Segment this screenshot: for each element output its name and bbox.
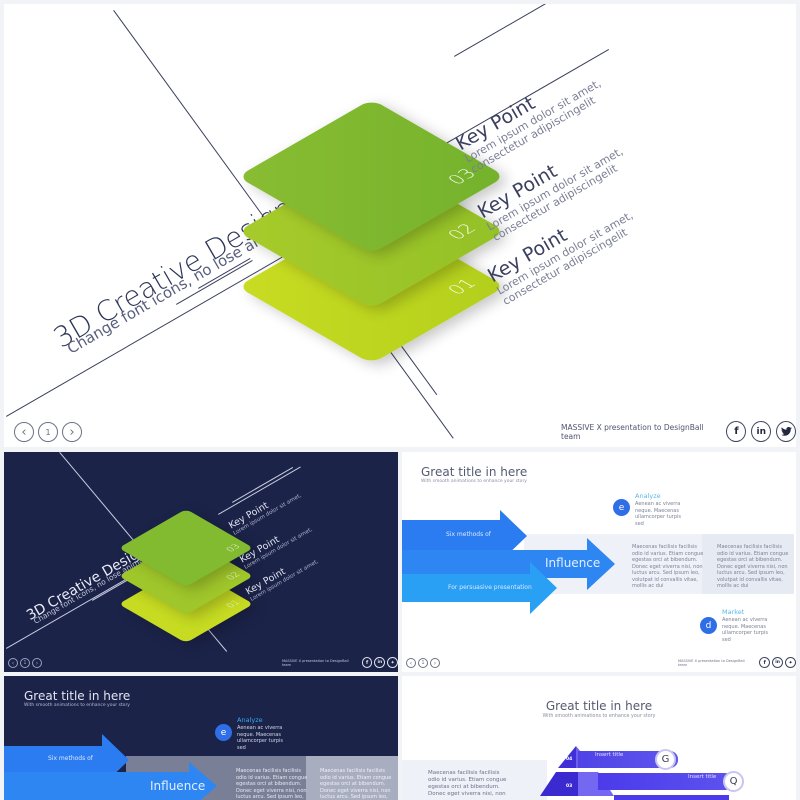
arrow-top	[402, 510, 527, 562]
level-bar-04	[578, 751, 678, 768]
thumbnail-3d-dark[interactable]: 3D Creative Design Change font icons, no…	[4, 452, 398, 672]
next-slide-button[interactable]: ›	[62, 422, 82, 442]
text-column-1: Maecenas facilisis facilisis odio id var…	[236, 768, 308, 800]
facebook-icon[interactable]: f	[759, 657, 771, 668]
page-number-button[interactable]: 1	[38, 422, 58, 442]
analyze-title: Analyze	[635, 492, 661, 500]
footer-text: MASSIVE X presentation to DesignBall tea…	[678, 658, 745, 667]
slide-subtitle: With smooth animations to enhance your s…	[24, 703, 130, 708]
footer-text: MASSIVE X presentation to DesignBall tea…	[561, 422, 704, 441]
text-column-2: Maecenas facilisis facilisis odio id var…	[320, 768, 392, 800]
prev-slide-button[interactable]: ‹	[8, 658, 18, 668]
next-slide-button[interactable]: ›	[430, 658, 440, 668]
arrow-top-label: Six methods of	[48, 755, 93, 762]
slide-title: Great title in here	[421, 465, 528, 479]
slide-footer: MASSIVE X presentation to DesignBall tea…	[678, 657, 796, 668]
slide-title: Great title in here	[545, 699, 653, 713]
linkedin-icon[interactable]: in	[374, 657, 386, 668]
linkedin-icon[interactable]: in	[772, 657, 784, 668]
card-number: 02	[443, 220, 482, 243]
thumbnail-pyramid[interactable]: Great title in here With smooth animatio…	[402, 676, 796, 800]
pyramid-level-04-number: 04	[566, 757, 573, 762]
prev-slide-button[interactable]: ‹	[406, 658, 416, 668]
next-slide-button[interactable]: ›	[32, 658, 42, 668]
text-column-1: Maecenas facilisis facilisis odio id var…	[632, 544, 704, 589]
twitter-icon[interactable]: ✦	[785, 657, 796, 668]
twitter-icon[interactable]	[776, 421, 796, 442]
level-bar-03	[598, 773, 733, 790]
divider-line	[388, 349, 454, 439]
analyze-text: Aenean ac viverra neque. Maecenas ullamc…	[635, 501, 681, 527]
facebook-icon[interactable]: f	[361, 657, 373, 668]
divider-line	[454, 4, 568, 57]
main-slide: 3D Creative Design Change font icons, no…	[4, 4, 796, 447]
analyze-icon: e	[613, 499, 630, 516]
slide-footer: MASSIVE X presentation to DesignBall tea…	[282, 657, 398, 668]
slide-subtitle: With smooth animations to enhance your s…	[542, 714, 656, 719]
text-column-2: Maecenas facilisis facilisis odio id var…	[717, 544, 789, 589]
arrow-middle-label: Influence	[545, 556, 601, 570]
divider-line	[401, 346, 438, 396]
level-03-title: Insert title	[688, 774, 717, 780]
text-panel	[402, 760, 547, 800]
thumbnail-influence-light[interactable]: Great title in here With smooth animatio…	[402, 452, 796, 672]
info-band-right	[306, 756, 398, 800]
pyramid-text: Maecenas facilisis facilisis odio id var…	[428, 770, 507, 797]
slide-navigation: ‹ 1 ›	[406, 658, 440, 668]
arrow-bottom	[402, 562, 557, 614]
slide-footer: MASSIVE X presentation to DesignBall tea…	[561, 421, 796, 442]
twitter-icon[interactable]: ✦	[387, 657, 398, 668]
level-03-icon: Q	[723, 771, 744, 792]
pyramid-level-03-number: 03	[566, 784, 573, 789]
page-number-button[interactable]: 1	[20, 658, 30, 668]
level-04-title: Insert title	[595, 752, 624, 758]
arrow-bottom-label: For persuasive presentation	[448, 584, 532, 591]
market-text: Aenean ac viverra neque. Maecenas ullamc…	[722, 617, 768, 643]
slide-navigation: ‹ 1 ›	[8, 658, 42, 668]
card-number: 01	[443, 275, 482, 298]
linkedin-icon[interactable]: in	[751, 421, 772, 442]
analyze-icon: e	[215, 724, 232, 741]
slide-subtitle: With smooth animations to enhance your s…	[421, 479, 527, 484]
slide-title: Great title in here	[24, 689, 131, 703]
thumbnail-influence-dark[interactable]: Great title in here With smooth animatio…	[4, 676, 398, 800]
prev-slide-button[interactable]: ‹	[14, 422, 34, 442]
slide-navigation: ‹ 1 ›	[14, 422, 82, 442]
market-title: Market	[722, 608, 745, 616]
arrow-middle-label: Influence	[150, 779, 206, 793]
arrow-top-label: Six methods of	[446, 531, 491, 538]
facebook-icon[interactable]: f	[726, 421, 747, 442]
market-icon: d	[700, 617, 717, 634]
info-band-right	[702, 534, 794, 594]
analyze-text: Aenean ac viverra neque. Maecenas ullamc…	[237, 725, 283, 751]
footer-text: MASSIVE X presentation to DesignBall tea…	[282, 658, 349, 667]
level-bar-02	[614, 795, 729, 800]
level-04-icon: G	[655, 749, 676, 770]
page-number-button[interactable]: 1	[418, 658, 428, 668]
arrow-middle	[4, 762, 217, 800]
analyze-title: Analyze	[237, 716, 263, 724]
